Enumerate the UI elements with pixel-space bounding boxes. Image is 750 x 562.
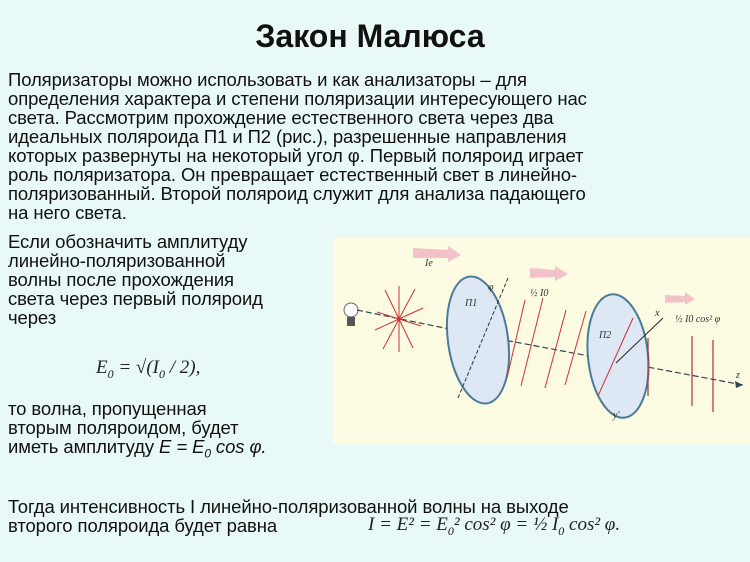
intro-line: на него света. <box>8 202 127 223</box>
formula-intensity: I = E² = E0² cos² φ = ½ I0 cos² φ. <box>368 514 621 538</box>
left-line: Если обозначить амплитуду <box>8 231 248 252</box>
left-line: линейно-поляризованной <box>8 250 226 271</box>
label-p1: П1 <box>464 298 477 309</box>
left-line: волны после прохождения <box>8 269 234 290</box>
intro-line: определения характера и степени поляриза… <box>8 88 587 109</box>
beam-arrowhead <box>735 381 743 388</box>
label-phi: φ <box>488 282 494 293</box>
intro-line: роль поляризатора. Он превращает естеств… <box>8 164 577 185</box>
amplitude-formula: E = E0 cos φ. <box>159 436 267 461</box>
left-line: через <box>8 307 57 328</box>
after-line: иметь амплитуду E = E0 cos φ. <box>8 436 267 464</box>
intro-line: идеальных поляроида П1 и П2 (рис.), разр… <box>8 126 567 147</box>
label-p2: П2 <box>598 330 611 341</box>
natural-light-vectors <box>374 286 424 352</box>
polaroid-2 <box>586 293 650 419</box>
output-vectors <box>647 336 714 412</box>
label-x: x <box>654 308 660 319</box>
intro-line: которых развернуты на некоторый угол φ. … <box>8 145 584 166</box>
polaroid-1 <box>445 275 511 405</box>
polarization-diagram: П1 φ ½ I0 x П2 y' ½ I0 cos² φ z Iе <box>333 238 750 443</box>
after-line-text: иметь амплитуду <box>8 436 154 457</box>
intro-line: Поляризаторы можно использовать и как ан… <box>8 69 527 90</box>
intensity-arrows <box>413 246 695 305</box>
label-out: ½ I0 cos² φ <box>675 314 721 325</box>
bottom-line: второго поляроида будет равна <box>8 515 278 536</box>
slide-title: Закон Малюса <box>255 18 485 54</box>
polarized-vectors <box>506 297 587 389</box>
label-y: y' <box>612 410 620 421</box>
intro-line: света. Рассмотрим прохождение естественн… <box>8 107 554 128</box>
formula-e0: E0 = √(I0 / 2), <box>96 357 201 381</box>
label-ie: Iе <box>424 258 433 269</box>
after-line: то волна, пропущенная <box>8 398 207 419</box>
left-line: света через первый поляроид <box>8 288 263 309</box>
label-half-i0: ½ I0 <box>530 288 548 299</box>
bottom-line: Тогда интенсивность I линейно-поляризова… <box>8 496 569 517</box>
label-z: z <box>735 370 740 381</box>
light-bulb-icon <box>343 302 359 326</box>
intro-line: поляризованный. Второй поляроид служит д… <box>8 183 586 204</box>
after-line: вторым поляроидом, будет <box>8 417 239 438</box>
